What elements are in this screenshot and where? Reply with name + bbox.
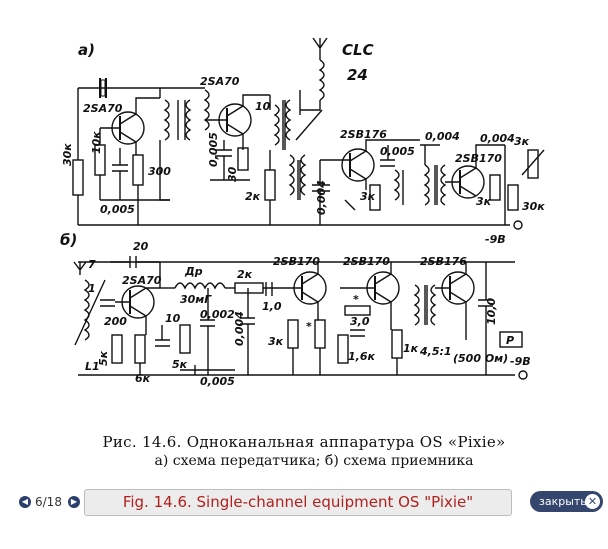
b-supply-label: -9В xyxy=(510,355,531,368)
arrow-left-icon[interactable]: ◀ xyxy=(19,496,31,508)
b-r16k-label: 1,6к xyxy=(348,350,375,363)
b-c30-label: 3,0 xyxy=(350,315,370,328)
b-ratio-label: 4,5:1 xyxy=(419,345,452,358)
a-t3-label: 2SB176 xyxy=(340,128,387,141)
a-c0004c-label: 0,004 xyxy=(480,132,515,145)
a-r2k-label: 2к xyxy=(245,190,261,203)
b-choke-val: 30мГ xyxy=(180,293,212,306)
part-b-label: б) xyxy=(60,231,77,249)
figure-caption-line2: а) схема передатчика; б) схема приемника xyxy=(154,453,474,469)
a-r30-label: 30 xyxy=(226,166,239,182)
b-r5kb-label: 5к xyxy=(172,358,188,371)
translation-text: Fig. 14.6. Single-channel equipment OS "… xyxy=(84,489,512,516)
a-r30k-label: 30к xyxy=(61,143,74,166)
part-a-label: а) xyxy=(78,41,95,59)
b-r1k-label: 1к xyxy=(403,342,419,355)
a-c0005c-label: 0,005 xyxy=(380,145,415,158)
a-t1-label: 2SA70 xyxy=(83,102,123,115)
b-c20-label: 20 xyxy=(133,240,149,253)
b-t3-label: 2SB170 xyxy=(343,255,390,268)
b-star1: * xyxy=(306,320,312,333)
a-c10-label: 10 xyxy=(255,100,271,113)
close-icon: ✕ xyxy=(585,494,600,509)
a-r3kb-label: 3к xyxy=(476,195,492,208)
close-button-label: закрыть xyxy=(539,495,587,508)
a-r10k-label: 10к xyxy=(90,131,103,154)
b-t4-label: 2SB176 xyxy=(420,255,467,268)
b-t1-label: 2SA70 xyxy=(122,274,162,287)
b-c10b-label: 1,0 xyxy=(262,300,282,313)
a-r3kc-label: 3к xyxy=(514,135,530,148)
a-antenna-label: CLC xyxy=(342,41,374,59)
b-r500-label: (500 Ом) xyxy=(453,352,508,365)
b-c0005-label: 0,005 xyxy=(200,375,235,388)
a-r3k-label: 3к xyxy=(360,190,376,203)
b-l1-label: L1 xyxy=(85,360,100,373)
b-c100-label: 10,0 xyxy=(485,298,498,325)
b-c200-label: 200 xyxy=(104,315,127,328)
a-antenna-num: 24 xyxy=(347,66,368,84)
a-t2-label: 2SA70 xyxy=(200,75,240,88)
page-counter: 6/18 xyxy=(35,495,62,509)
b-r3k-label: 3к xyxy=(268,335,284,348)
b-c10-label: 10 xyxy=(165,312,181,325)
b-r5k-label: 5к xyxy=(97,350,110,366)
b-c0004-label: 0,004 xyxy=(233,311,246,346)
b-star2: * xyxy=(353,293,359,306)
a-c0004b-label: 0,004 xyxy=(425,130,460,143)
a-r30kb-label: 30к xyxy=(522,200,545,213)
b-phones-label: Р xyxy=(506,334,514,347)
close-button[interactable]: закрыть ✕ xyxy=(530,491,603,512)
b-r2k-label: 2к xyxy=(237,268,253,281)
a-supply-label: -9В xyxy=(485,233,506,246)
b-c0002-label: 0,002 xyxy=(200,308,235,321)
a-c0005-label: 0,005 xyxy=(100,203,135,216)
b-choke-label: Др xyxy=(184,265,203,278)
a-c0004-label: 0,004 xyxy=(315,180,328,215)
viewer-navigation-bar: ◀ 6/18 ▶ Fig. 14.6. Single-channel equip… xyxy=(0,487,608,517)
arrow-right-icon[interactable]: ▶ xyxy=(68,496,80,508)
a-t4-label: 2SB170 xyxy=(455,152,502,165)
b-n1-label: 1 xyxy=(88,282,96,295)
a-c0005b-label: 0,005 xyxy=(207,132,220,167)
b-r6k-label: 6к xyxy=(135,372,151,385)
schematic-diagram: а) 2SA70 30к 10к 300 0,005 2SA70 0,005 3… xyxy=(60,37,545,388)
b-n7-label: 7 xyxy=(88,258,96,271)
figure-caption-line1: Рис. 14.6. Одноканальная аппаратура OS «… xyxy=(102,433,506,451)
b-t2-label: 2SB170 xyxy=(273,255,320,268)
